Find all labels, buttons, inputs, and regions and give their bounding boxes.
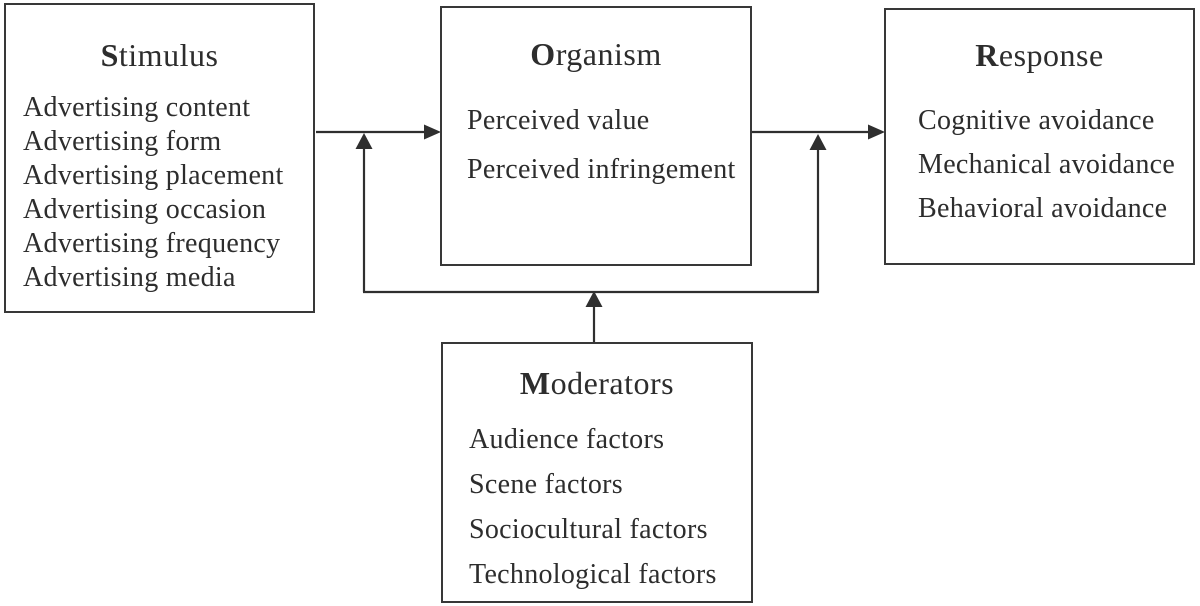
response-title: Response xyxy=(975,37,1104,73)
moderators-item-list: Audience factors Scene factors Sociocult… xyxy=(443,417,751,597)
stimulus-item-list: Advertising content Advertising form Adv… xyxy=(6,91,313,295)
moderators-item: Audience factors xyxy=(469,424,665,455)
moderators-item: Scene factors xyxy=(469,469,623,500)
response-item: Behavioral avoidance xyxy=(918,193,1168,224)
organism-title: Organism xyxy=(530,36,662,72)
stimulus-item: Advertising placement xyxy=(23,160,284,191)
stimulus-title: Stimulus xyxy=(100,37,219,73)
moderators-item: Technological factors xyxy=(469,559,717,590)
organism-item-list: Perceived value Perceived infringement xyxy=(442,96,750,194)
stimulus-item: Advertising content xyxy=(23,92,251,123)
moderators-item: Sociocultural factors xyxy=(469,514,708,545)
moderators-box: Moderators Audience factors Scene factor… xyxy=(441,342,753,603)
stimulus-item: Advertising form xyxy=(23,126,222,157)
stimulus-item: Advertising media xyxy=(23,262,236,293)
organism-item: Perceived infringement xyxy=(467,154,736,185)
stimulus-item: Advertising frequency xyxy=(23,228,281,259)
response-box: Response Cognitive avoidance Mechanical … xyxy=(884,8,1195,265)
arrow-stimulus-to-organism xyxy=(316,124,441,140)
response-item-list: Cognitive avoidance Mechanical avoidance… xyxy=(886,99,1193,231)
response-item: Mechanical avoidance xyxy=(918,149,1176,180)
arrow-moderators-up xyxy=(585,291,603,342)
arrow-organism-to-response xyxy=(752,124,885,140)
stimulus-box: Stimulus Advertising content Advertising… xyxy=(4,3,315,313)
moderators-title: Moderators xyxy=(519,365,675,401)
stimulus-item: Advertising occasion xyxy=(23,194,267,225)
organism-item: Perceived value xyxy=(467,105,650,136)
response-item: Cognitive avoidance xyxy=(918,105,1155,136)
organism-box: Organism Perceived value Perceived infri… xyxy=(440,6,752,266)
moderator-arrow-left xyxy=(355,133,373,292)
moderator-arrow-right xyxy=(809,134,827,292)
